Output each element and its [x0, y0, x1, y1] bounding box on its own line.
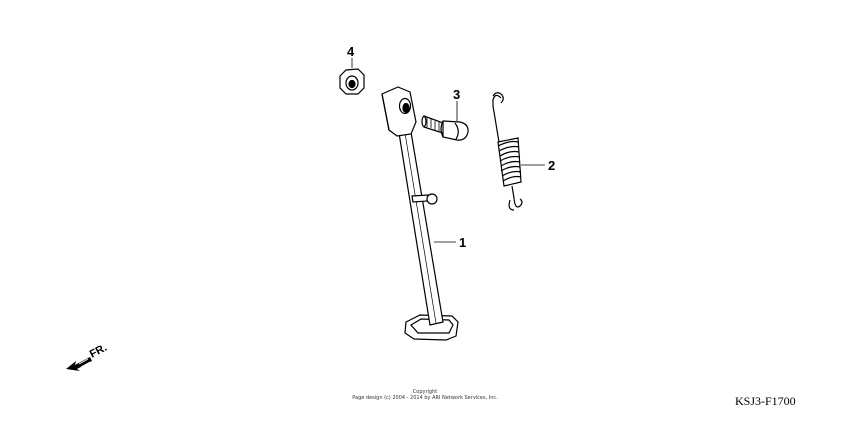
copyright-notice: Page design (c) 2004 - 2014 by ARI Netwo…	[352, 395, 498, 401]
copyright-title: Copyright	[412, 389, 438, 395]
nut-part-4[interactable]	[339, 68, 365, 95]
callout-1: 1	[459, 235, 466, 250]
callout-2: 2	[548, 158, 555, 173]
front-direction-arrow-icon	[66, 357, 92, 371]
callout-3: 3	[453, 87, 460, 102]
callout-4: 4	[347, 44, 355, 59]
leader-lines	[351, 58, 545, 243]
side-stand-part-1[interactable]	[381, 86, 459, 341]
diagram-code: KSJ3-F1700	[735, 394, 796, 408]
bolt-part-3[interactable]	[421, 115, 469, 141]
front-direction-label: FR.	[88, 342, 109, 361]
spring-part-2[interactable]	[492, 92, 523, 211]
